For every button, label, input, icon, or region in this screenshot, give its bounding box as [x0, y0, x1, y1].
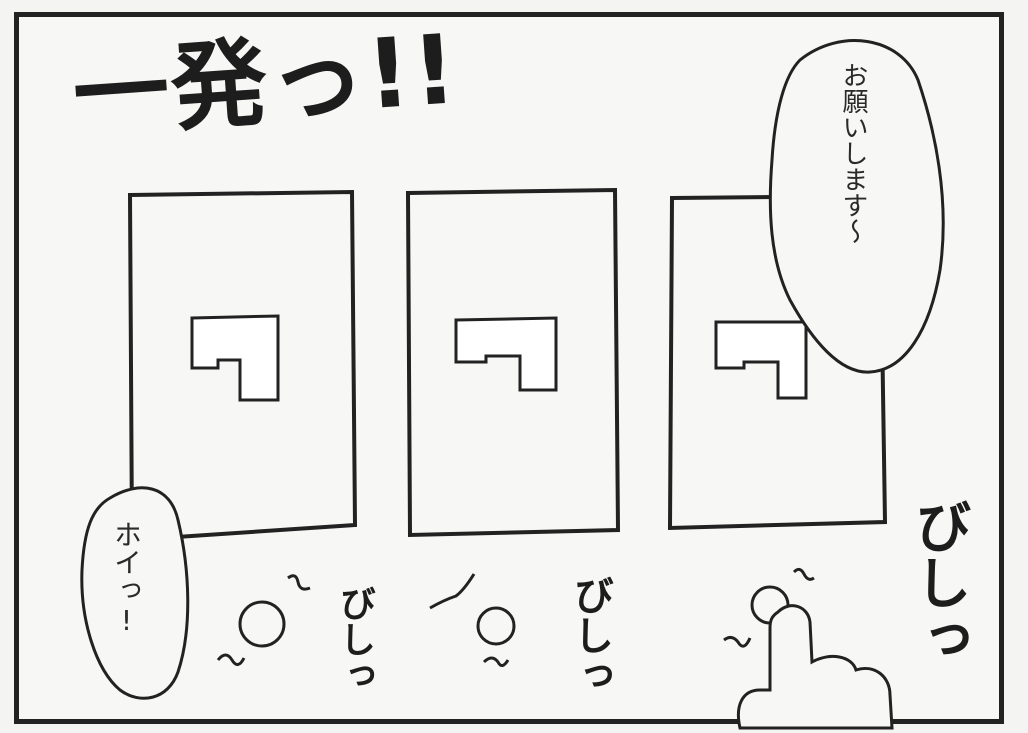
card-3-label: 7	[756, 330, 757, 331]
title-sound-effect: 一発っ!!	[69, 13, 462, 152]
speech-bubble-right	[768, 39, 945, 374]
finger-tap-icon-1	[216, 574, 311, 666]
card-3-seven-icon	[714, 320, 808, 400]
pointing-hand-icon	[736, 604, 894, 730]
sound-effect-2: びしっ	[567, 575, 613, 695]
card-2-seven-icon	[454, 316, 558, 392]
card-1-seven-icon	[190, 314, 280, 402]
sound-effect-1: びしっ	[334, 585, 375, 693]
card-1-label: 7	[224, 330, 225, 331]
card-2-label: 7	[496, 330, 497, 331]
sound-effect-3: びしっ	[906, 498, 971, 666]
card-2	[405, 187, 621, 538]
speech-bubble-right-text: お願いします〜	[838, 62, 868, 244]
finger-tap-icon-2	[429, 573, 516, 667]
speech-bubble-left-text: ホイっ!	[110, 520, 143, 637]
speech-bubble-left	[80, 486, 190, 700]
